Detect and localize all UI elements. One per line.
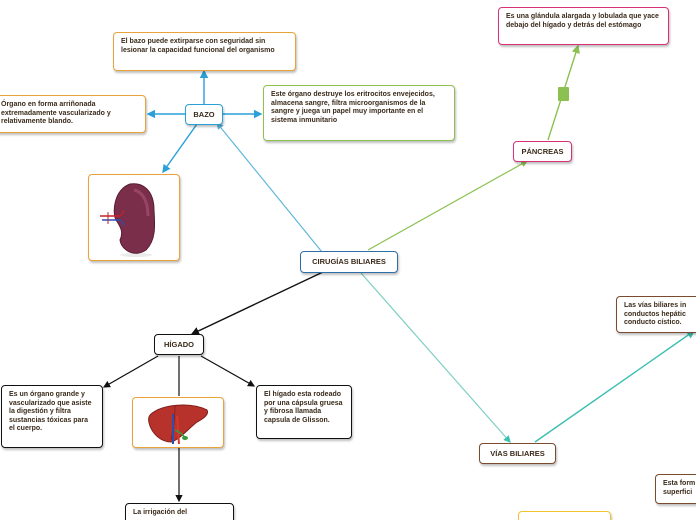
connector-central-vias bbox=[360, 272, 511, 443]
spleen-icon bbox=[100, 182, 156, 257]
vias-note-bottom[interactable]: Esta form superfici bbox=[655, 474, 696, 504]
bazo-note-top[interactable]: El bazo puede extirparse con seguridad s… bbox=[113, 32, 296, 71]
vias-note-top[interactable]: Las vías biliares in conductos hepátic c… bbox=[616, 296, 696, 333]
spleen-image[interactable] bbox=[88, 174, 180, 261]
liver-icon bbox=[148, 404, 208, 444]
liver-image[interactable] bbox=[132, 397, 224, 448]
connector-bazo-image bbox=[162, 123, 198, 174]
connector-higado-note-left bbox=[102, 355, 159, 388]
higado-topic[interactable]: HÍGADO bbox=[154, 334, 204, 355]
partial-node-yellow[interactable] bbox=[518, 511, 611, 520]
vias-topic[interactable]: VÍAS BILIARES bbox=[479, 443, 556, 464]
connector-central-bazo bbox=[216, 122, 323, 253]
bazo-note-left[interactable]: Órgano en forma arriñonada extremadament… bbox=[0, 95, 146, 133]
bazo-topic[interactable]: BAZO bbox=[185, 104, 223, 125]
higado-note-bottom[interactable]: La irrigación del bbox=[125, 503, 234, 520]
pancreas-topic[interactable]: PÁNCREAS bbox=[513, 141, 572, 162]
connector-central-pancreas bbox=[367, 160, 529, 251]
higado-note-left[interactable]: Es un órgano grande y vascularizado que … bbox=[1, 385, 103, 448]
connector-central-higado bbox=[190, 271, 324, 335]
connector-handle bbox=[558, 87, 569, 101]
bazo-note-right[interactable]: Este órgano destruye los eritrocitos env… bbox=[263, 85, 455, 141]
connector-vias-note bbox=[534, 330, 696, 443]
central-topic[interactable]: CIRUGÍAS BILIARES bbox=[300, 251, 398, 273]
pancreas-note[interactable]: Es una glándula alargada y lobulada que … bbox=[498, 7, 669, 45]
connector-higado-note-right bbox=[200, 355, 256, 387]
higado-note-right[interactable]: El hígado esta rodeado por una cápsula g… bbox=[256, 385, 352, 439]
